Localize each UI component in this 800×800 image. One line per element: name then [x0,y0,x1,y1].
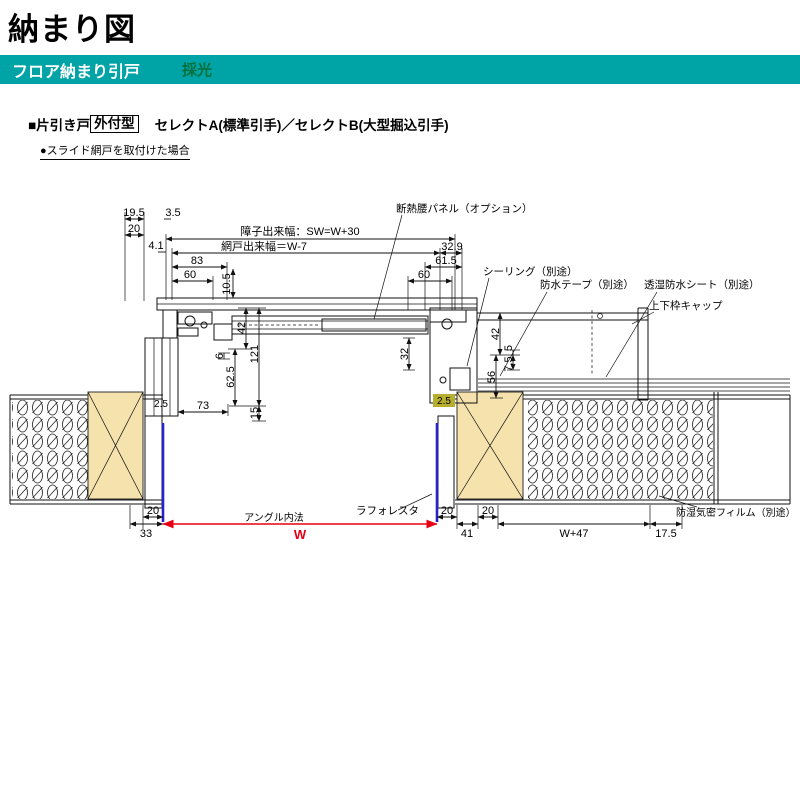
dim-19-5: 19.5 [123,207,144,219]
dim-41: 41 [461,528,473,540]
lock-roller-icon [441,318,453,330]
left-dimensions: 42 121 6 62.5 15 73 2.5 [154,307,266,422]
label-moisture-film: 防湿気密フィルム（別途） [676,506,796,519]
dim-83: 83 [191,255,203,267]
dim-10-5: 10.5 [221,273,233,294]
roller-icon [184,315,196,327]
screw-icon [597,313,603,319]
callout-labels: 断熱腰パネル（オプション） シーリング（別途） 防水テープ（別途） 透湿防水シー… [356,202,796,519]
dim-20-bottom-mid: 20 [441,505,453,517]
dim-62-5: 62.5 [225,366,237,387]
dim-amido-width: 網戸出来幅＝W-7 [221,239,307,253]
dim-5: 5 [503,345,515,351]
label-waterproof-tape: 防水テープ（別途） [540,278,634,291]
label-insulation-panel: 断熱腰パネル（オプション） [396,202,533,215]
dim-42-right: 42 [490,328,502,340]
label-angle-inner: アングル内法 [244,511,304,524]
subtitle-boxed-type: 外付型 [90,114,139,134]
dim-shoji-width: 障子出来幅：SW=W+30 [240,224,359,238]
label-laforesta: ラフォレスタ [356,505,419,517]
highlight-marker [433,394,455,407]
dim-2-5-right: 2.5 [437,396,451,407]
dim-15: 15 [249,407,261,419]
label-breathable-sheet: 透湿防水シート（別途） [644,278,760,291]
right-jamb-hatched [437,415,455,509]
dim-61-5: 61.5 [435,255,456,267]
dim-w47: W+47 [559,528,588,540]
dim-20-bottom-right: 20 [482,505,494,517]
door-jambs [144,337,455,522]
installation-cross-section-diagram: 19.5 20 3.5 4.1 障子出来幅：SW=W+30 網戸出来幅＝W-7 … [9,202,796,542]
dim-73: 73 [197,400,209,412]
dim-4-1: 4.1 [148,240,163,252]
note-line: ●スライド網戸を取付けた場合 [40,142,190,160]
roller-small-icon [200,321,208,329]
dim-32: 32 [399,348,411,360]
dim-20-top: 20 [128,223,140,235]
top-dimensions: 19.5 20 3.5 4.1 障子出来幅：SW=W+30 網戸出来幅＝W-7 … [123,207,463,310]
subtitle-detail: セレクトA(標準引手)／セレクトB(大型掘込引手) [154,118,449,133]
dim-17-5: 17.5 [655,528,676,540]
insulation-batt-right [528,400,713,499]
dim-3-5: 3.5 [165,207,180,219]
door-frame-head [156,297,649,404]
right-dimensions: 32 42 5 7.5 56 2.5 [399,312,520,407]
dim-56: 56 [486,371,498,383]
dim-2-5-left: 2.5 [154,399,168,410]
dim-7-5: 7.5 [503,356,515,371]
left-jamb-hatched [144,415,163,509]
dim-32-9: 32.9 [441,241,462,253]
label-frame-cap: 上下枠キャップ [649,299,723,312]
dim-6: 6 [214,353,226,359]
label-sealing: シーリング（別途） [483,265,578,278]
wall-section-right [455,378,791,505]
dim-60-right: 60 [418,269,430,281]
bottom-dimensions: 33 20 アングル内法 W 20 41 20 W+47 17.5 [129,505,683,542]
page-title: 納まり図 [8,12,136,47]
dim-20-bottom-left: 20 [147,505,159,517]
insulation-batt-left [12,400,88,499]
banner-product-label: フロア納まり引戸 [12,63,141,81]
section-banner: フロア納まり引戸 採光 [0,55,800,84]
banner-category-label: 採光 [182,62,213,79]
dim-33: 33 [140,528,152,540]
sliding-panel [231,315,429,335]
dim-42-left: 42 [236,322,248,334]
subtitle-prefix: ■片引き戸 [28,118,91,133]
subtitle: ■片引き戸外付型セレクトA(標準引手)／セレクトB(大型掘込引手) [28,114,800,134]
dim-60-left: 60 [184,269,196,281]
wall-section-left [9,391,163,505]
dim-121: 121 [249,345,261,363]
dim-w: W [294,527,307,542]
